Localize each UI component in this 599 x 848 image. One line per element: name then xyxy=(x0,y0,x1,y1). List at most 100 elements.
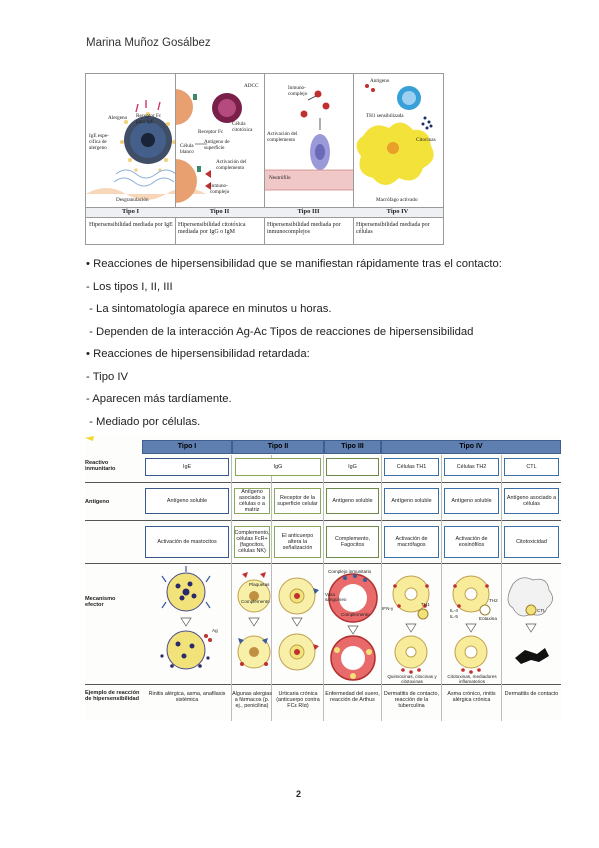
label-immunocomplex-3: Inmuno-complejo xyxy=(288,85,308,97)
text-line: - La sintomatología aparece en minutos u… xyxy=(86,303,332,315)
mech-label-platelets: Plaquetas xyxy=(249,582,270,587)
cell-antigen-type-1: Antígeno soluble xyxy=(145,488,229,514)
text-line: • Reacciones de hipersensibilidad que se… xyxy=(86,258,502,270)
panel-divider xyxy=(353,74,354,244)
row-label-example: Ejemplo de reacción de hipersensibilidad xyxy=(85,690,140,703)
column-divider xyxy=(501,455,502,721)
label-th1-sensitized: TH1 sensibilizada xyxy=(366,113,404,119)
cell-antigen-ctl: Antígeno asociado a células xyxy=(504,488,559,514)
hypersensitivity-comparison-table: Tipo I Tipo II Tipo III Tipo IV Reactivo… xyxy=(85,436,561,721)
cell-reactive-type-1: IgE xyxy=(145,458,229,476)
panel-desc-type-1: Hipersensibilidad mediada por IgE xyxy=(89,222,173,228)
label-complement-activation-3: Activación del complemento xyxy=(267,131,298,143)
label-allergen: Alergeno xyxy=(108,115,128,121)
label-cytokines: Citocinas xyxy=(416,137,436,143)
example-type-2b: Urticaria crónica (anticuerpo contra FCε… xyxy=(276,691,320,710)
panel-divider xyxy=(175,74,176,244)
panel-title-band xyxy=(86,207,443,218)
mech-label-immune-complex: Complejo inmunitario xyxy=(328,569,372,574)
cell-reactive-th2: Células TH2 xyxy=(444,458,499,476)
cell-antigen-type-2a: Antígeno asociado a células o a matriz xyxy=(234,488,270,514)
cell-effector-type-3: Complemento, Fagocitos xyxy=(326,526,379,558)
cell-effector-type-2b: El anticuerpo altera la señalización xyxy=(274,526,321,558)
hypersensitivity-types-illustration: Alergeno Receptor Fc para IgE IgE espe-c… xyxy=(85,73,444,245)
row-label-reactive: Reactivo inmunitario xyxy=(85,460,116,473)
th2-eosinophil-illustration xyxy=(452,575,491,674)
panel-title-type-2: Tipo II xyxy=(209,208,230,215)
panel-type-3-art xyxy=(264,90,353,191)
mech-label-chemokines: Quimiocinas, citocinas y citotoxinas xyxy=(387,674,437,684)
label-cytotoxic-cell: Célula citotóxica xyxy=(232,121,253,133)
mast-cell-illustration xyxy=(160,566,212,670)
cell-effector-type-2a: Complemento, células FcR+ (fagocitos, cé… xyxy=(234,526,270,558)
header-type-2: Tipo II xyxy=(232,440,324,454)
mech-label-ctl: CTL xyxy=(537,608,546,613)
cell-reactive-th1: Células TH1 xyxy=(384,458,439,476)
mech-label-ifn: IFN-γ xyxy=(382,606,394,611)
example-type-1: Rinitis alérgica, asma, anafilaxis sisté… xyxy=(148,691,226,704)
signaling-cell-illustration xyxy=(278,577,319,671)
example-th1: Dermatitis de contacto, reacción de la t… xyxy=(383,691,440,710)
cell-effector-ctl: Citotoxicidad xyxy=(504,526,559,558)
page-number: 2 xyxy=(296,789,302,799)
panel-title-type-4: Tipo IV xyxy=(386,208,409,215)
cell-antigen-type-2b: Receptor de la superficie celular xyxy=(274,488,321,514)
header-type-3: Tipo III xyxy=(324,440,381,454)
cell-effector-th2: Activación de eosinófilos xyxy=(444,526,499,558)
mech-label-vessel: Vaso sanguíneo xyxy=(325,592,347,602)
example-ctl: Dermatitis de contacto xyxy=(504,691,559,697)
label-immunocomplex: Inmuno-complejo xyxy=(210,183,230,195)
mech-label-complement: Complemento xyxy=(241,599,270,604)
label-complement-activation: Activación del complemento xyxy=(216,159,247,171)
panel-divider xyxy=(264,74,265,244)
label-degranulation: Desgranulación xyxy=(116,197,149,203)
mech-label-th1: TH1 xyxy=(421,602,430,607)
cell-antigen-th2: Antígeno soluble xyxy=(444,488,499,514)
column-divider xyxy=(381,455,382,721)
row-label-mechanism: Mecanismo efector xyxy=(85,596,116,609)
complement-cell-illustration xyxy=(237,572,271,669)
column-divider xyxy=(323,455,324,721)
mech-label-complement-3: Complemento xyxy=(341,612,370,617)
panel-type-1-art xyxy=(86,100,206,200)
panel-desc-type-3: Hipersensibilidad mediada por inmunocomp… xyxy=(267,222,341,235)
column-divider xyxy=(441,455,442,721)
panel-type-4-art xyxy=(356,84,434,185)
cell-antigen-type-3: Antígeno soluble xyxy=(326,488,379,514)
text-line: - Los tipos I, II, III xyxy=(86,281,173,293)
illustration-panels xyxy=(86,84,434,203)
corner-mark xyxy=(85,436,94,441)
mech-label-cytotoxins: Citotoxinas, mediadores inflamatorios xyxy=(447,674,497,684)
ctl-illustration xyxy=(507,577,553,664)
panel-desc-type-4: Hipersensibilidad mediada por células xyxy=(356,222,430,235)
label-c3b: C3b xyxy=(322,97,332,103)
text-line: - Dependen de la interacción Ag-Ac Tipos… xyxy=(86,326,474,338)
cell-reactive-type-3: IgG xyxy=(326,458,379,476)
label-c5a: C5a xyxy=(326,109,335,115)
mech-label-il4: IL-4 xyxy=(450,608,458,613)
label-neutrophil: Neutrófilo xyxy=(269,175,291,181)
label-surface-antigen: Antígeno de superficie xyxy=(204,139,230,151)
label-target-cell: Célula blanco xyxy=(180,143,194,155)
text-line: • Reacciones de hipersensibilidad retard… xyxy=(86,348,310,360)
example-th2: Asma crónico, rinitis alérgica crónica xyxy=(447,691,496,704)
text-line: - Tipo IV xyxy=(86,371,129,383)
cell-reactive-ctl: CTL xyxy=(504,458,559,476)
immune-complex-illustration xyxy=(328,573,378,681)
label-fc-receptor: Receptor Fc xyxy=(198,129,224,135)
author-header: Marina Muñoz Gosálbez xyxy=(86,37,211,49)
cell-effector-type-1: Activación de mastocitos xyxy=(145,526,229,558)
label-antigen: Antígeno xyxy=(370,78,390,84)
text-line: - Mediado por células. xyxy=(86,416,201,428)
mech-label-il5: IL-5 xyxy=(450,614,458,619)
header-type-1: Tipo I xyxy=(142,440,232,454)
label-specific-ige: IgE espe-cífica de alergeno xyxy=(89,133,109,151)
label-fc-receptor-ige: Receptor Fc para IgE xyxy=(136,113,162,125)
mech-label-th2: TH2 xyxy=(489,598,498,603)
th1-macrophage-illustration xyxy=(392,575,430,674)
panel-title-type-3: Tipo III xyxy=(297,208,320,215)
mechanism-illustrations xyxy=(160,566,553,681)
panel-title-type-1: Tipo I xyxy=(121,208,140,215)
example-type-2a: Algunas alergias a fármacos (p. ej., pen… xyxy=(232,691,272,710)
row-label-antigen: Antígeno xyxy=(85,499,110,505)
